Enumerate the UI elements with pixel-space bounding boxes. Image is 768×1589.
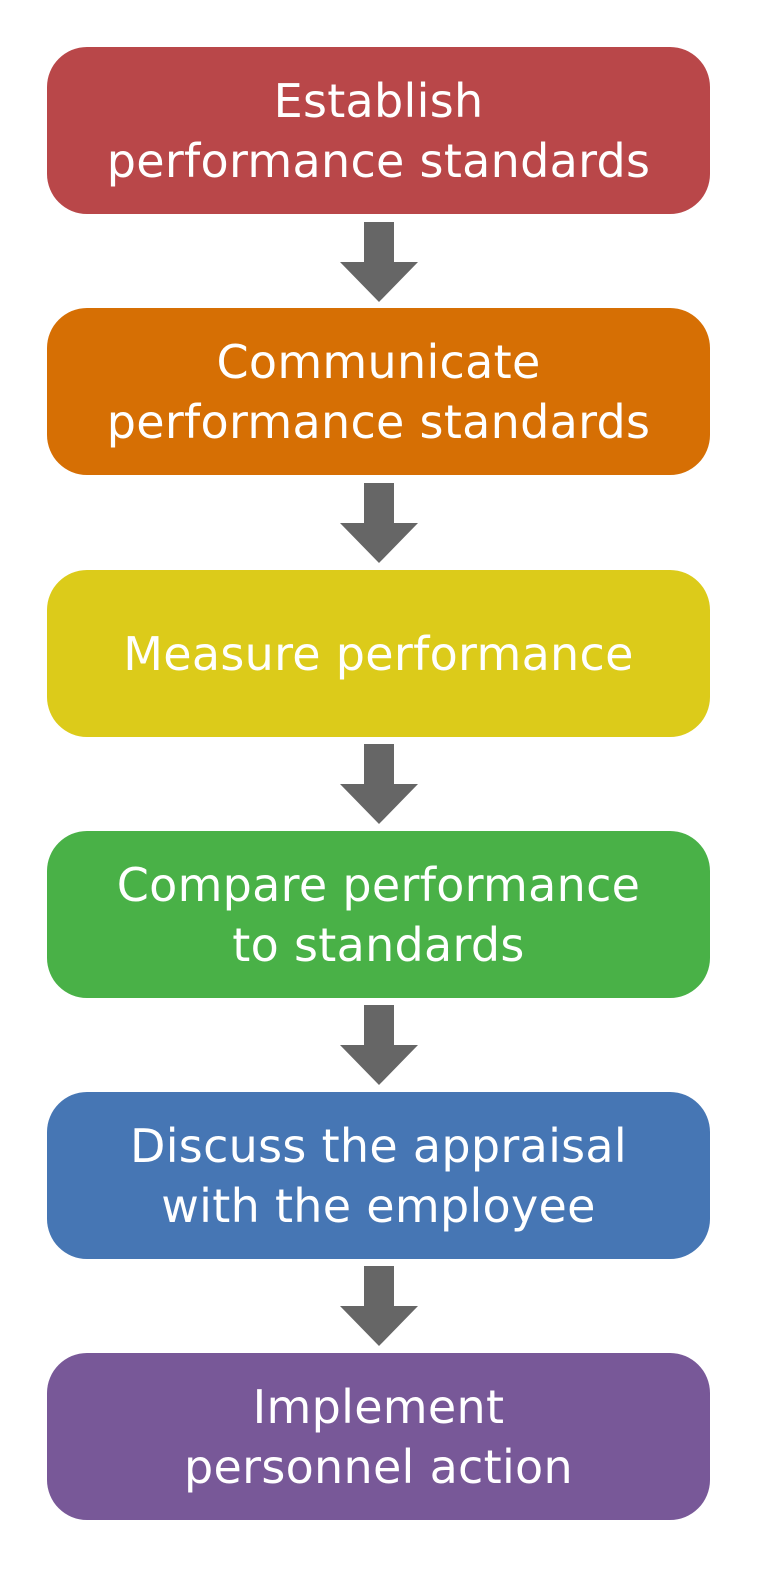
step-label: Compare performance to standards	[116, 857, 641, 972]
down-arrow-icon	[340, 744, 418, 824]
step-implement-action: Implement personnel action	[47, 1353, 710, 1520]
step-label: Communicate performance standards	[106, 334, 651, 449]
step-communicate-standards: Communicate performance standards	[47, 308, 710, 475]
down-arrow-icon	[340, 1266, 418, 1346]
step-label: Measure performance	[123, 626, 634, 681]
step-discuss-appraisal: Discuss the appraisal with the employee	[47, 1092, 710, 1259]
step-compare-performance: Compare performance to standards	[47, 831, 710, 998]
down-arrow-icon	[340, 222, 418, 302]
down-arrow-icon	[340, 1005, 418, 1085]
step-measure-performance: Measure performance	[47, 570, 710, 737]
step-label: Implement personnel action	[184, 1379, 573, 1494]
step-establish-standards: Establish performance standards	[47, 47, 710, 214]
down-arrow-icon	[340, 483, 418, 563]
step-label: Establish performance standards	[106, 73, 651, 188]
step-label: Discuss the appraisal with the employee	[130, 1118, 627, 1233]
